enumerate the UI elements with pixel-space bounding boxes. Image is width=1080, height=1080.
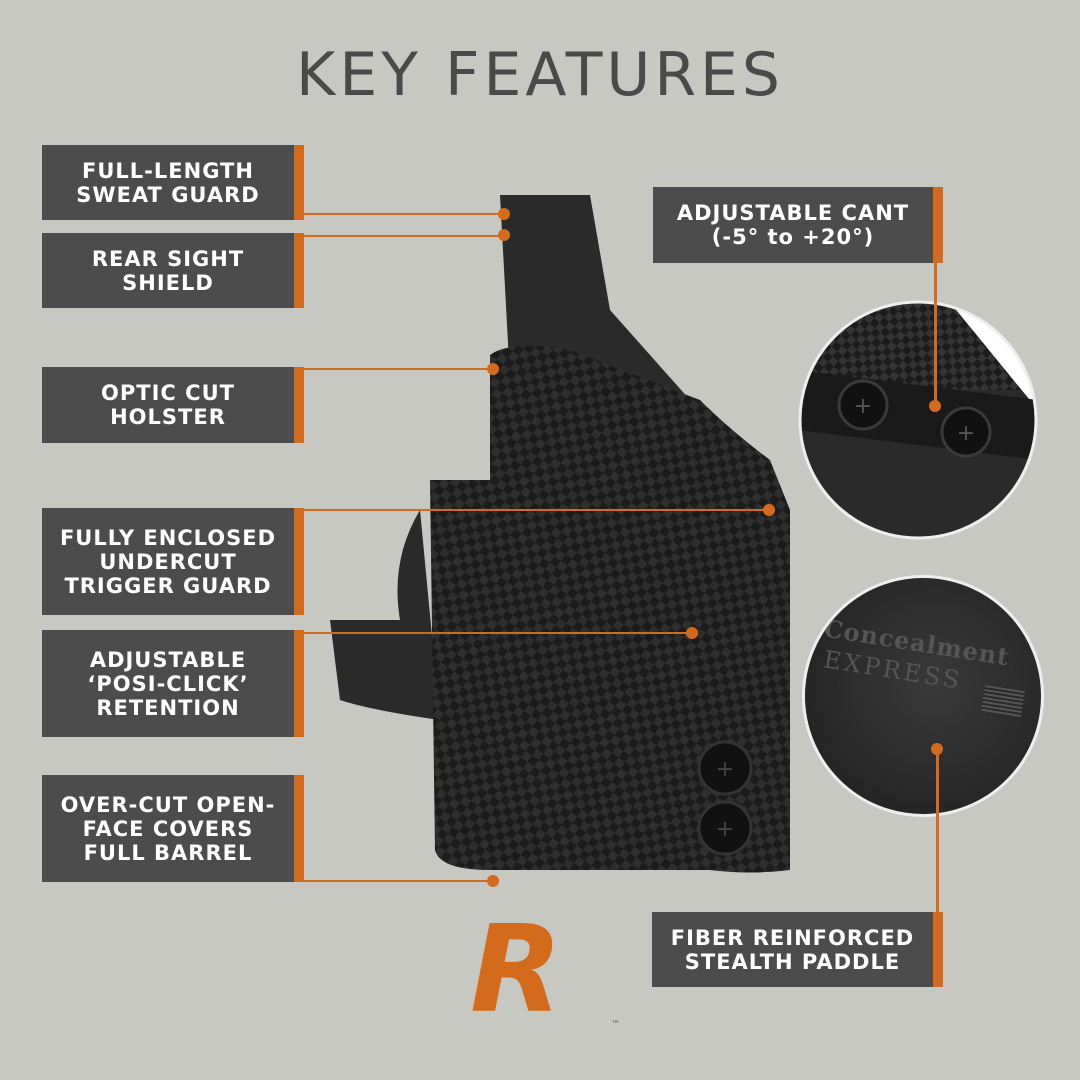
label-trigger-guard: FULLY ENCLOSED UNDERCUT TRIGGER GUARD bbox=[42, 508, 304, 615]
label-paddle: FIBER REINFORCED STEALTH PADDLE bbox=[652, 912, 943, 987]
brand-logo: R bbox=[470, 911, 610, 1035]
svg-text:+: + bbox=[716, 817, 734, 842]
label-cant: ADJUSTABLE CANT (-5° to +20°) bbox=[653, 187, 943, 263]
cant-detail-image: + + bbox=[798, 300, 1038, 540]
label-barrel: OVER-CUT OPEN- FACE COVERS FULL BARREL bbox=[42, 775, 304, 882]
page-title: KEY FEATURES bbox=[295, 40, 785, 110]
label-sweat-guard: FULL-LENGTH SWEAT GUARD bbox=[42, 145, 304, 220]
svg-text:+: + bbox=[854, 394, 872, 419]
holster-image: + + bbox=[330, 195, 790, 873]
flag-icon bbox=[981, 685, 1025, 717]
label-retention: ADJUSTABLE ‘POSI-CLICK’ RETENTION bbox=[42, 630, 304, 737]
svg-text:+: + bbox=[957, 421, 975, 446]
svg-text:+: + bbox=[716, 757, 734, 782]
logo-letter: R bbox=[470, 901, 563, 1040]
label-rear-sight: REAR SIGHT SHIELD bbox=[42, 233, 304, 308]
label-optic-cut: OPTIC CUT HOLSTER bbox=[42, 367, 304, 443]
trademark-mark: ™ bbox=[611, 1020, 620, 1030]
paddle-detail-image: Concealment EXPRESS bbox=[802, 575, 1044, 817]
